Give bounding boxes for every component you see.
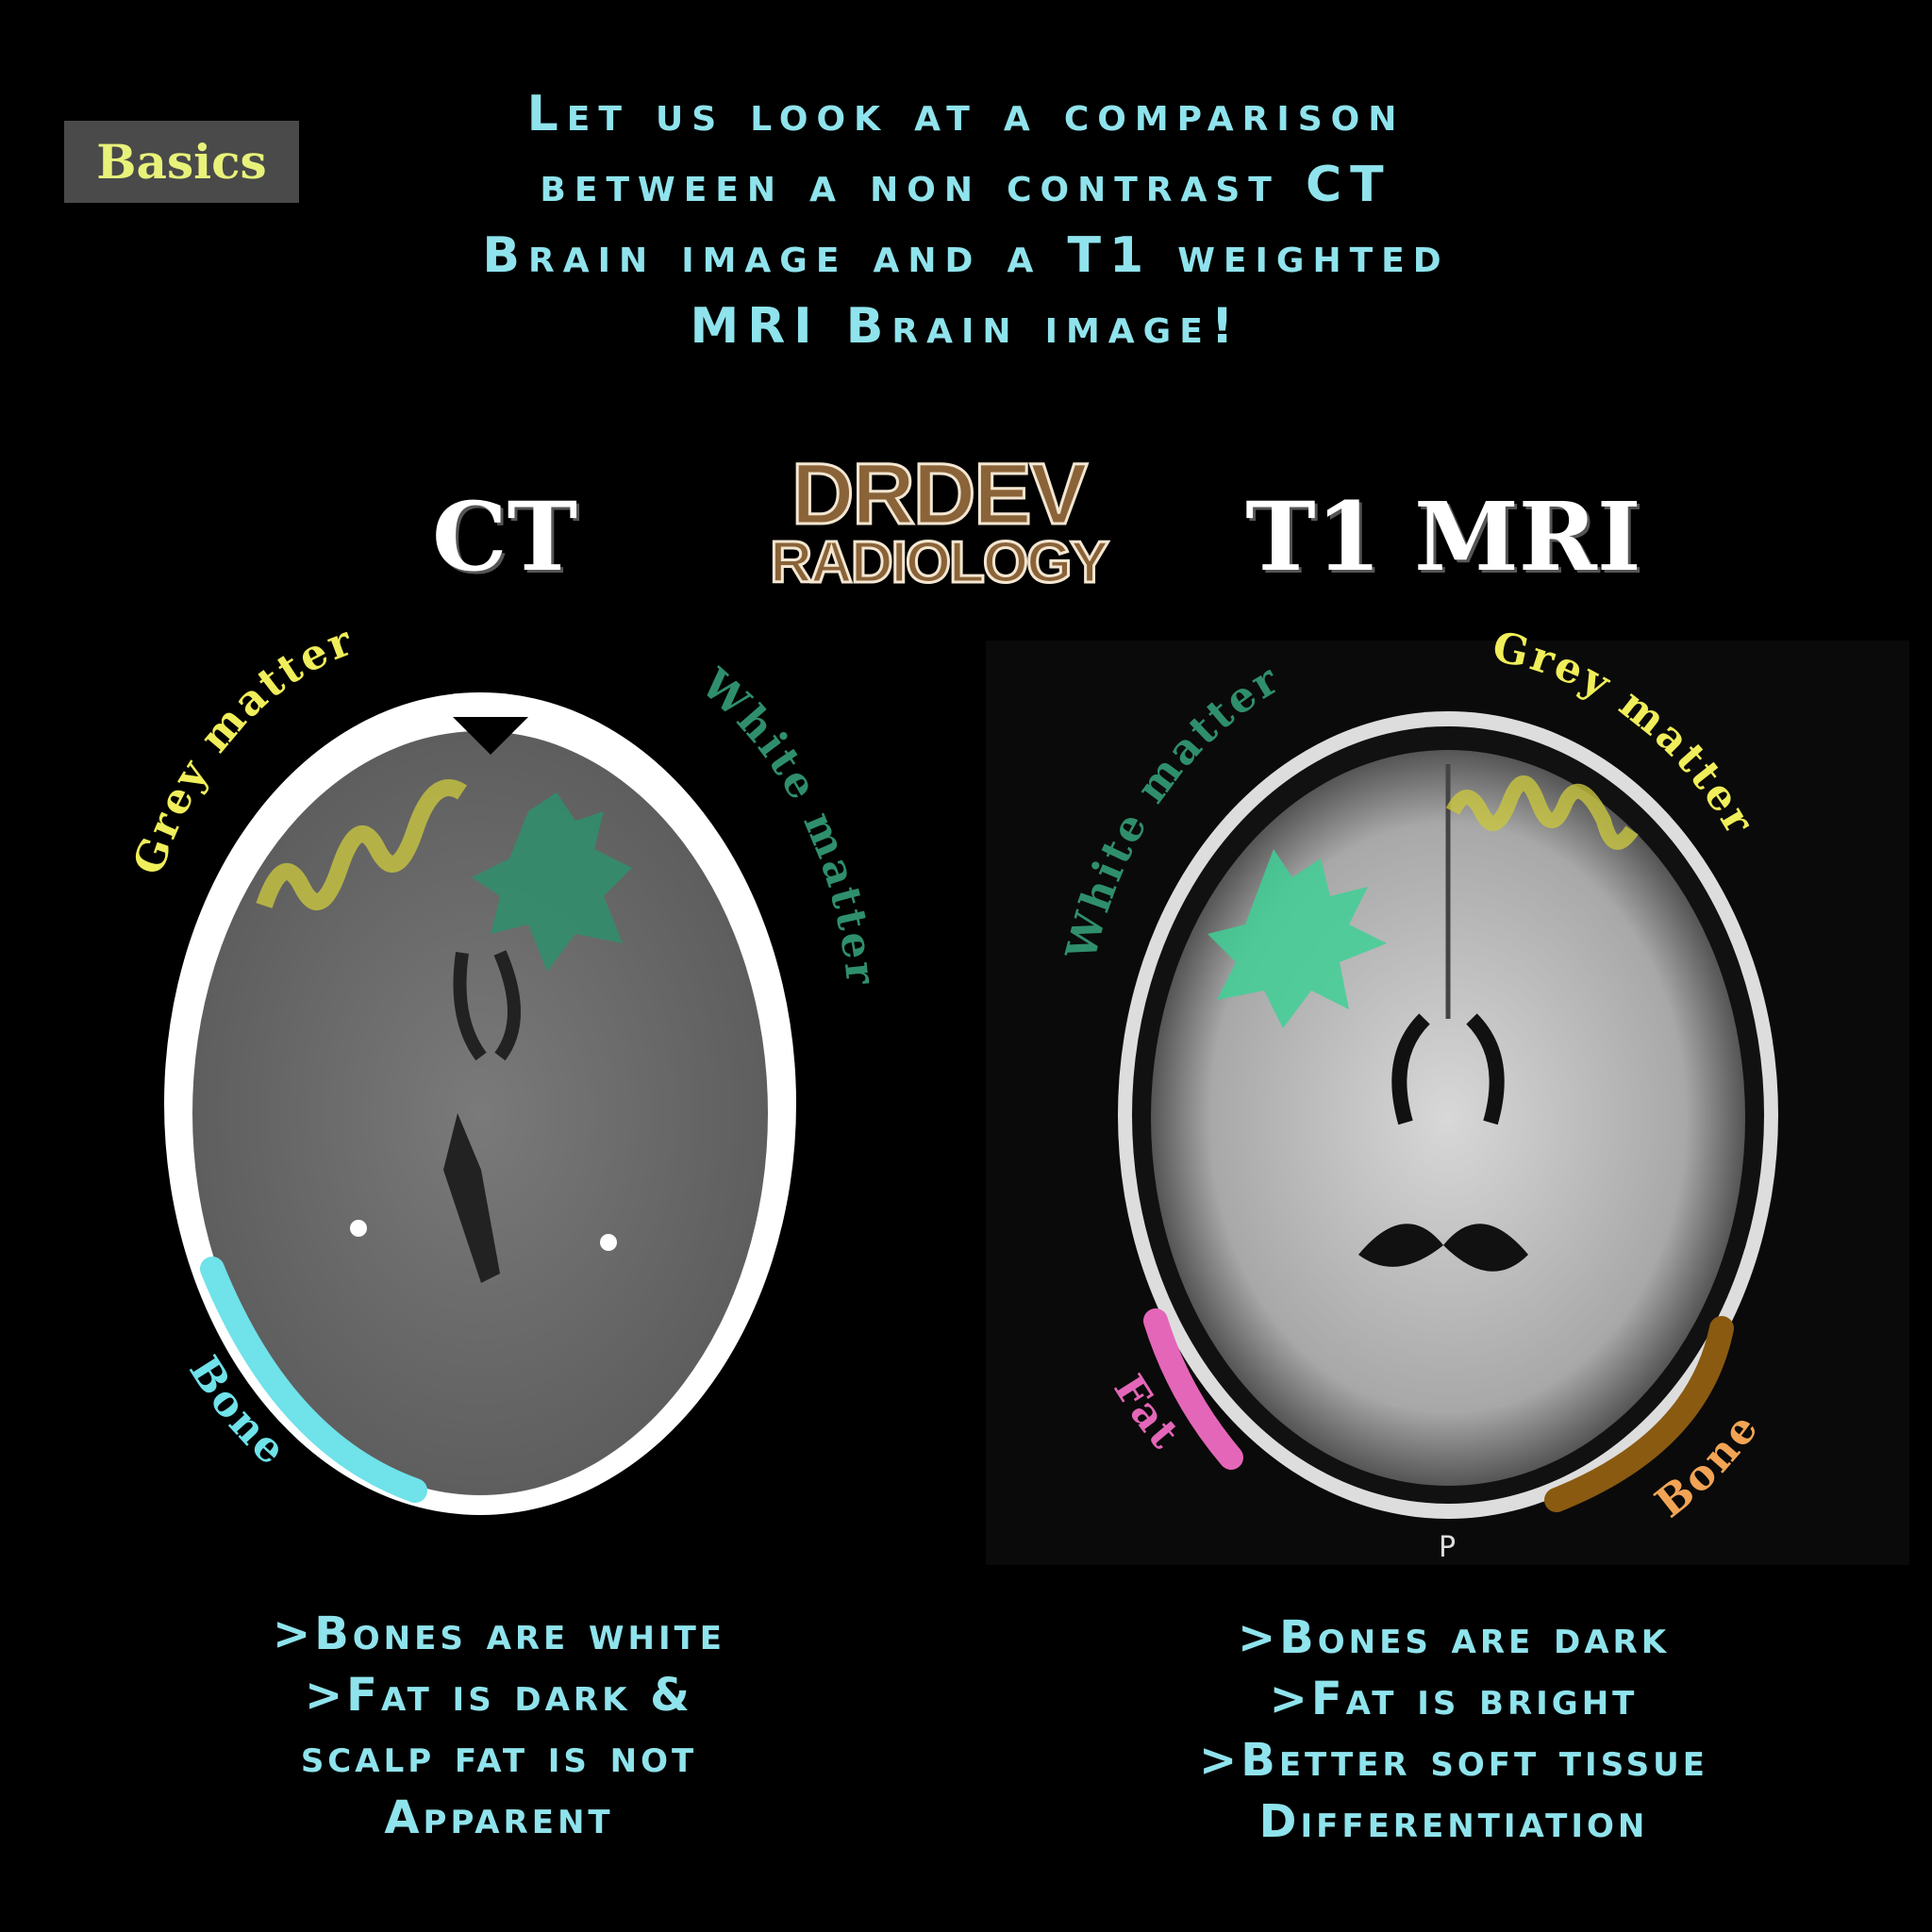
logo-line2: RADIOLOGY <box>769 530 1110 595</box>
mri-note: >Better soft tissue <box>1199 1734 1708 1787</box>
basics-badge: Basics <box>64 121 299 203</box>
drdev-radiology-logo: DRDEV RADIOLOGY <box>745 446 1132 595</box>
mri-brain-scan: P <box>986 641 1909 1565</box>
ct-brain-scan <box>164 692 796 1515</box>
mri-note: >Fat is bright <box>1269 1673 1639 1725</box>
title-line: between a non contrast CT <box>540 157 1392 213</box>
mri-note: Differentiation <box>1258 1795 1649 1848</box>
title-line: Brain image and a T1 weighted <box>482 227 1450 284</box>
mri-heading: T1 MRI <box>1245 481 1641 592</box>
mri-white-matter-marking <box>1208 849 1387 1028</box>
title-line: Let us look at a comparison <box>526 86 1406 142</box>
mri-notes: >Bones are dark >Fat is bright >Better s… <box>1199 1607 1708 1853</box>
ct-note: Apparent <box>384 1791 614 1844</box>
mri-fat-marking <box>1143 1308 1243 1470</box>
ct-white-matter-marking <box>472 792 632 972</box>
ct-notes: >Bones are white >Fat is dark & scalp fa… <box>273 1604 725 1849</box>
page-title: Let us look at a comparison between a no… <box>0 79 1932 362</box>
ct-note: >Fat is dark & <box>304 1669 694 1722</box>
ct-heading: CT <box>431 481 578 592</box>
ct-bone-marking <box>200 1257 427 1503</box>
mri-orientation-marker: P <box>1439 1531 1456 1564</box>
ct-note: >Bones are white <box>272 1607 726 1660</box>
mri-grey-matter-marking <box>1445 775 1639 850</box>
ct-grey-matter-marking <box>256 779 467 910</box>
title-line: MRI Brain image! <box>690 298 1242 355</box>
mri-bone-marking <box>1544 1316 1734 1512</box>
logo-line1: DRDEV <box>790 446 1089 542</box>
ct-note: scalp fat is not <box>300 1730 698 1783</box>
mri-note: >Bones are dark <box>1237 1611 1671 1664</box>
